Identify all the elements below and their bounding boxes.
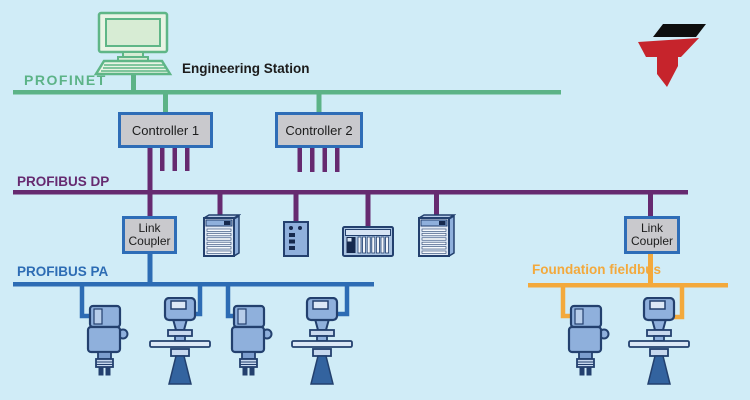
workstation-icon [93, 11, 173, 76]
profibus-pa-network-lines [13, 252, 374, 287]
station-drop-line [131, 72, 136, 92]
profibus-dp-bus-line [13, 190, 688, 195]
profinet-label: PROFINET [24, 72, 107, 88]
link-coupler-1-box: Link Coupler [122, 216, 177, 254]
logo-red-t [638, 38, 699, 87]
link-coupler-1-pa-connection [147, 252, 153, 283]
remote-io-device-icon [283, 221, 309, 257]
profibus-pa-label: PROFIBUS PA [17, 264, 109, 279]
controller-2-box: Controller 2 [275, 112, 363, 148]
link-coupler-1-label: Link Coupler [128, 220, 171, 248]
profinet-network-lines [13, 72, 561, 113]
controller-1-box: Controller 1 [118, 112, 213, 148]
profibus-pa-bus-line [13, 282, 374, 287]
controller-1-label: Controller 1 [131, 122, 200, 138]
foundation-fieldbus-bus-line [528, 283, 728, 288]
fork-level-transmitter-icon [86, 304, 129, 376]
foundation-fieldbus-label: Foundation fieldbus [532, 262, 661, 277]
fork-level-transmitter-icon [230, 304, 273, 376]
controller-2-drop-line [316, 93, 322, 113]
rack-tower-device-icon [418, 214, 455, 257]
rack-tower-device-icon [203, 214, 240, 257]
foundation-fieldbus-drop-elbows [560, 286, 685, 320]
brand-logo-icon [638, 24, 706, 87]
controller-1-drop-line [163, 93, 168, 113]
link-coupler-2-box: Link Coupler [624, 216, 680, 254]
logo-black-swoosh [653, 24, 706, 37]
link-coupler-2-label: Link Coupler [630, 220, 674, 248]
profibus-dp-network-lines [13, 148, 688, 227]
link-coupler-1-drop-line [147, 194, 153, 217]
radar-level-transmitter-icon [290, 297, 354, 386]
plc-rack-device-icon [342, 226, 394, 257]
link-coupler-2-ff-connection [648, 252, 653, 284]
controller-2-label: Controller 2 [285, 122, 353, 138]
profinet-bus-line [13, 90, 561, 95]
controller-1-dp-connection [147, 148, 153, 192]
engineering-station-label: Engineering Station [182, 61, 310, 76]
profibus-pa-drop-elbows [79, 285, 350, 319]
fork-level-transmitter-icon [567, 304, 610, 376]
foundation-fieldbus-network-lines [528, 252, 728, 288]
link-coupler-2-drop-line [648, 194, 653, 217]
profibus-dp-label: PROFIBUS DP [17, 174, 109, 189]
